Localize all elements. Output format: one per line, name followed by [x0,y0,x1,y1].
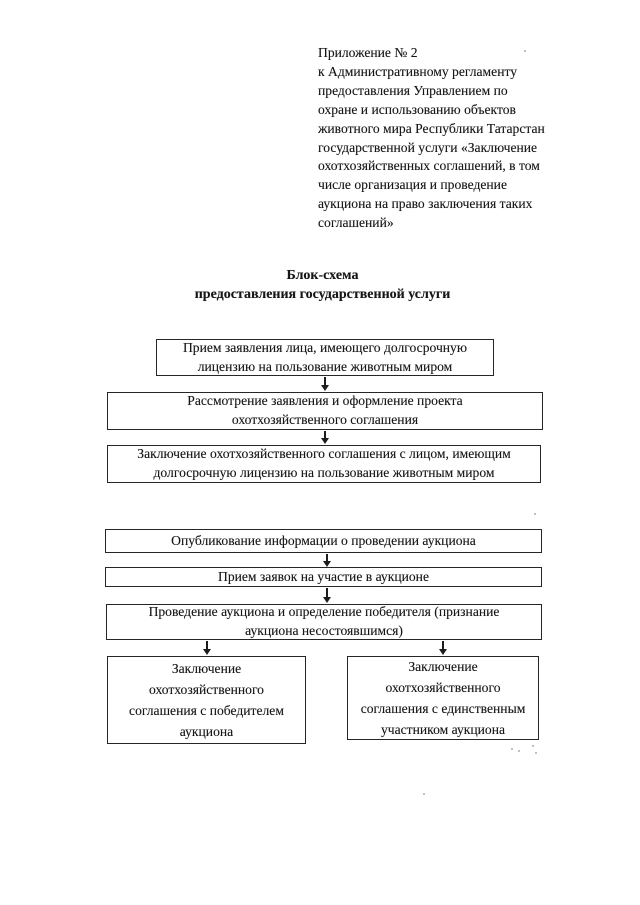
arrow-stem [324,377,326,385]
flow-box-conclude-agreement-license-holder: Заключение охотхозяйственного соглашения… [107,445,541,483]
arrow-head [323,561,331,567]
document-title: Блок-схема предоставления государственно… [194,268,451,302]
flow-box-review-application: Рассмотрение заявления и оформление прое… [107,392,543,430]
scan-speck [534,513,536,515]
arrow-down-icon [320,431,330,444]
scan-speck [524,50,526,52]
arrow-down-icon [322,588,332,603]
flow-box-conclude-agreement-winner: Заключение охотхозяйственного соглашения… [107,656,306,744]
arrow-down-icon [320,377,330,391]
arrow-head [323,597,331,603]
arrow-down-icon [438,641,448,655]
flow-box-accept-application: Прием заявления лица, имеющего долгосроч… [156,339,494,376]
flow-box-publish-auction-info: Опубликование информации о проведении ау… [105,529,542,553]
scan-speck [511,748,513,750]
arrow-stem [326,588,328,597]
arrow-down-icon [202,641,212,655]
arrow-stem [442,641,444,649]
scan-speck [532,745,534,747]
scan-speck [423,793,425,795]
arrow-head [203,649,211,655]
flow-box-conduct-auction: Проведение аукциона и определение победи… [106,604,542,640]
arrow-down-icon [322,554,332,567]
scan-speck [535,752,537,754]
arrow-stem [324,431,326,438]
appendix-note: Приложение № 2 к Административному регла… [318,45,545,231]
arrow-stem [206,641,208,649]
flow-box-conclude-agreement-sole-participant: Заключение охотхозяйственного соглашения… [347,656,539,740]
arrow-head [321,385,329,391]
flow-box-accept-auction-bids: Прием заявок на участие в аукционе [105,567,542,587]
arrow-head [321,438,329,444]
scan-speck [518,750,520,752]
arrow-stem [326,554,328,561]
arrow-head [439,649,447,655]
